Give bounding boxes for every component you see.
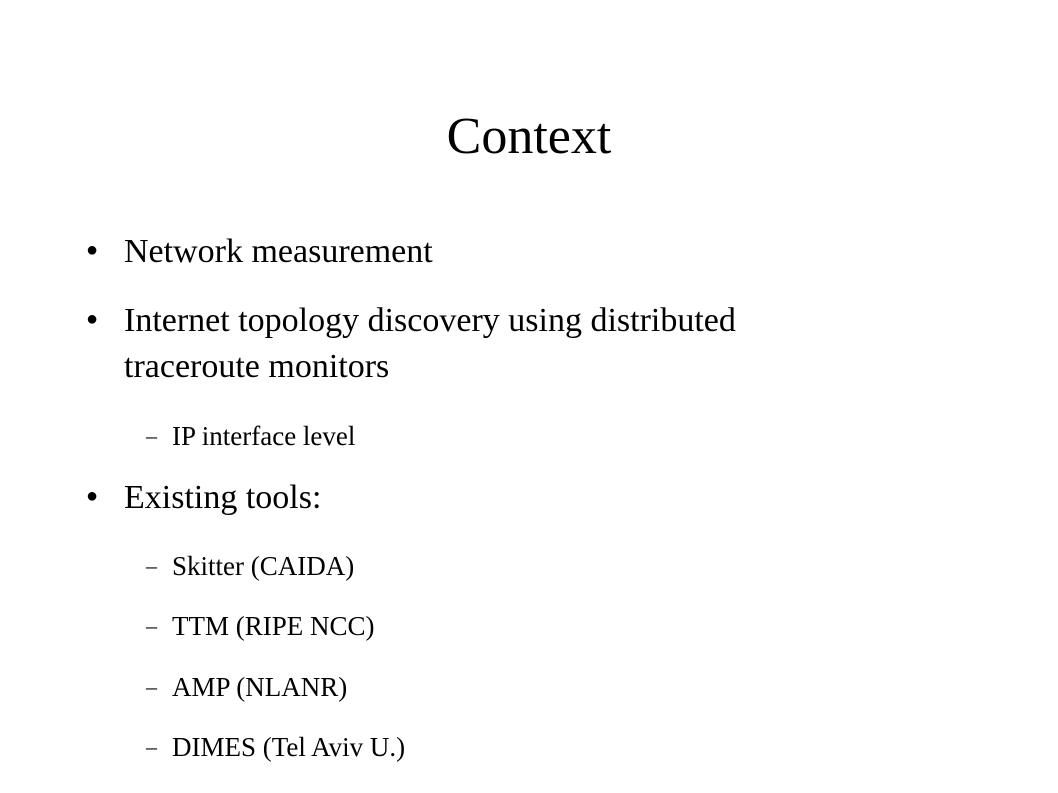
sub-bullet-marker: – (146, 674, 157, 699)
bullet-marker: ● (86, 485, 99, 507)
bullet-text-line-1: Internet topology discovery using distri… (124, 302, 736, 339)
bullet-marker: ● (86, 308, 99, 330)
sub-bullet-text: Skitter (CAIDA) (172, 551, 355, 581)
bullet-text-line-2: traceroute monitors (124, 348, 390, 385)
sub-bullet-marker: – (146, 553, 157, 578)
sub-bullet-marker: – (146, 734, 157, 759)
slide-title: Context (446, 108, 612, 165)
sub-bullet-marker: – (146, 423, 157, 448)
sub-bullet-text: AMP (NLANR) (172, 672, 348, 702)
sub-bullet-text: DIMES (Tel Aviv U.) (172, 732, 406, 762)
bullet-marker: ● (86, 239, 99, 261)
sub-bullet-marker: – (146, 613, 157, 638)
sub-bullet-text: IP interface level (172, 421, 356, 451)
bullet-text: Network measurement (124, 233, 433, 270)
sub-bullet-text: TTM (RIPE NCC) (172, 611, 375, 641)
bullet-text: Existing tools: (124, 479, 322, 516)
